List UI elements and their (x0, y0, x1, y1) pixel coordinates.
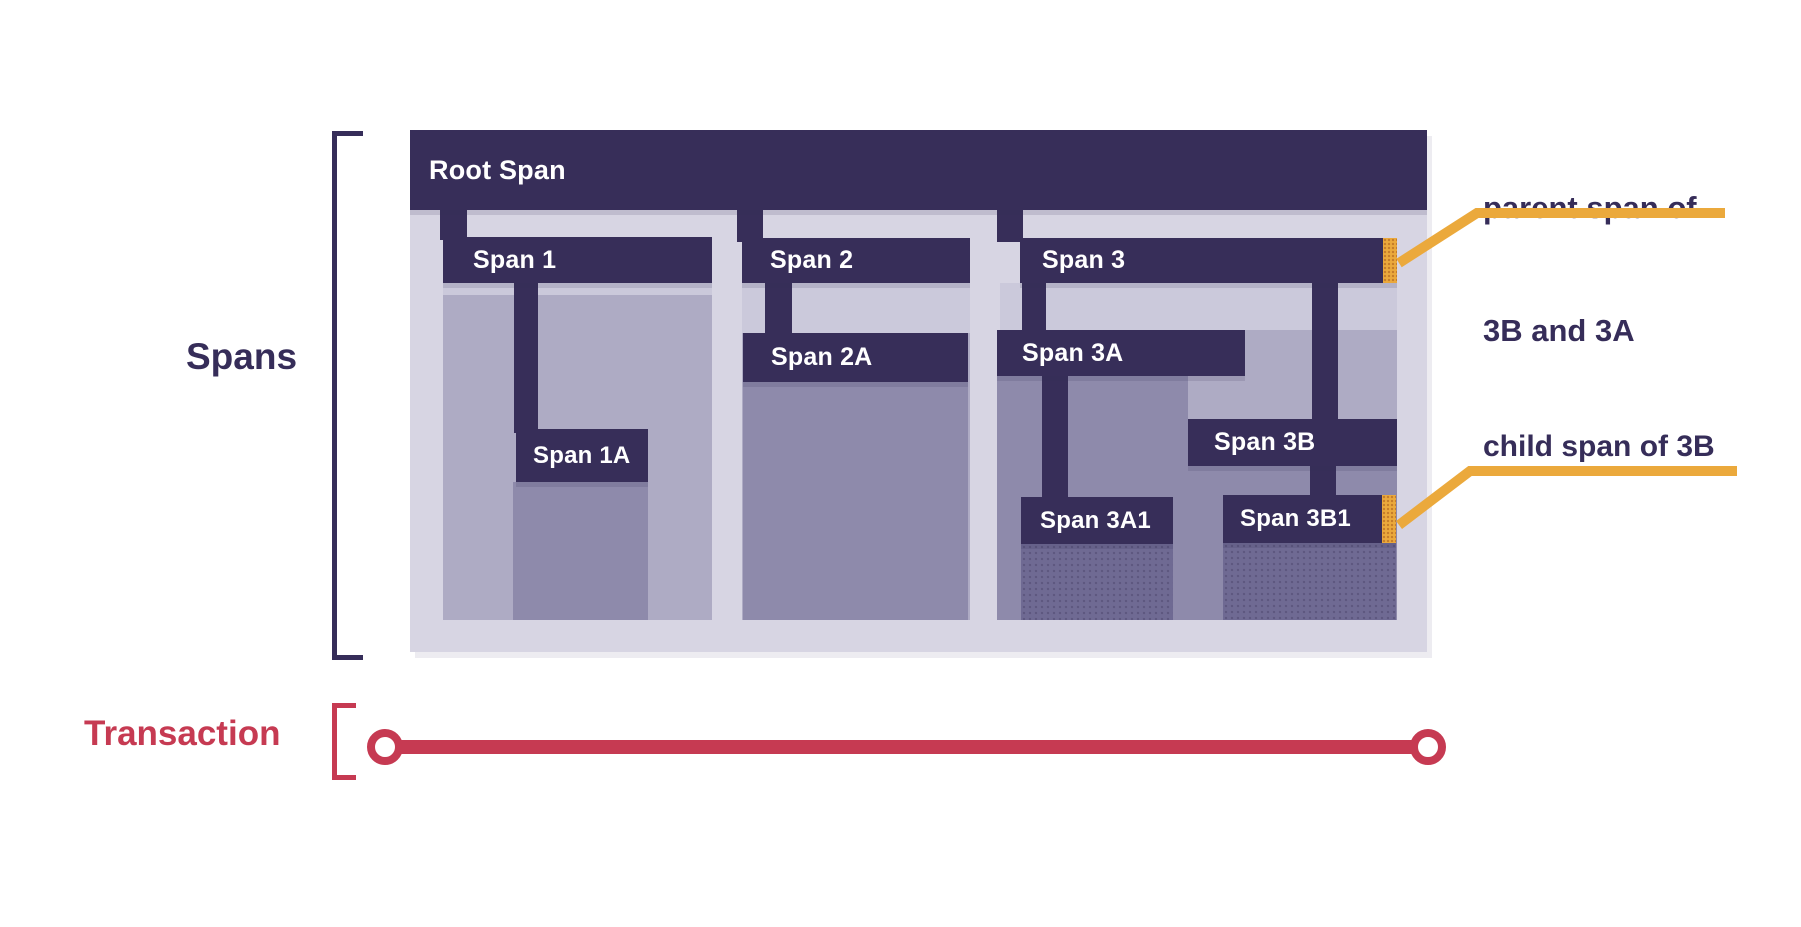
connector-span3b-span3b1 (1310, 466, 1336, 499)
parent-span-annotation-line2: 3B and 3A (1483, 313, 1635, 348)
span-bar-3b: Span 3B (1188, 419, 1397, 466)
spans-bracket (332, 131, 363, 660)
span-bar-1a-label: Span 1A (533, 441, 631, 469)
parent-span-annotation: parent span of 3B and 3A (1483, 105, 1697, 392)
span-bar-2: Span 2 (742, 238, 970, 283)
connector-span3-span3b (1312, 283, 1338, 423)
connector-span3a-span3a1 (1042, 376, 1068, 501)
span-bar-3b-label: Span 3B (1214, 428, 1316, 456)
connector-root-span2 (737, 206, 763, 242)
transaction-bracket (332, 703, 356, 780)
span-bar-2a: Span 2A (743, 333, 968, 382)
span-bar-3a-label: Span 3A (1022, 338, 1124, 367)
span-bar-3b1: Span 3B1 (1223, 495, 1396, 543)
transaction-section-label: Transaction (84, 714, 281, 753)
child-callout-line (1395, 466, 1737, 529)
span-bar-1: Span 1 (443, 237, 712, 283)
span3-parent-marker (1383, 238, 1397, 283)
span-bar-3a1: Span 3A1 (1021, 497, 1173, 544)
parent-callout-line (1396, 208, 1725, 268)
span-bar-3-label: Span 3 (1042, 246, 1126, 274)
transaction-start-point (367, 729, 403, 765)
span3a1-body (1021, 544, 1173, 620)
connector-root-span3 (997, 206, 1023, 242)
child-span-annotation: child span of 3B (1483, 430, 1715, 463)
span2a-body (743, 382, 968, 620)
span-bar-3: Span 3 (1020, 238, 1397, 283)
connector-span1-span1a (514, 283, 538, 433)
span-bar-3a1-label: Span 3A1 (1040, 506, 1151, 534)
span1a-body (513, 482, 648, 620)
span3b1-body (1223, 543, 1396, 620)
connector-span2-span2a (765, 283, 792, 337)
span-bar-3a: Span 3A (997, 330, 1245, 376)
span1-track (443, 283, 712, 295)
span-bar-1a: Span 1A (516, 429, 648, 482)
connector-span3-span3a (1022, 283, 1046, 334)
spans-section-label: Spans (186, 336, 298, 377)
span-bar-root: Root Span (410, 130, 1427, 210)
transaction-end-point (1410, 729, 1446, 765)
connector-root-span1 (440, 206, 467, 240)
span3b1-child-marker (1382, 495, 1396, 543)
span-bar-1-label: Span 1 (473, 245, 557, 274)
span-bar-root-label: Root Span (429, 154, 566, 185)
span-bar-2-label: Span 2 (770, 246, 854, 274)
parent-span-annotation-line1: parent span of (1483, 190, 1697, 225)
span-bar-3b1-label: Span 3B1 (1240, 505, 1351, 532)
span-bar-2a-label: Span 2A (771, 343, 873, 371)
